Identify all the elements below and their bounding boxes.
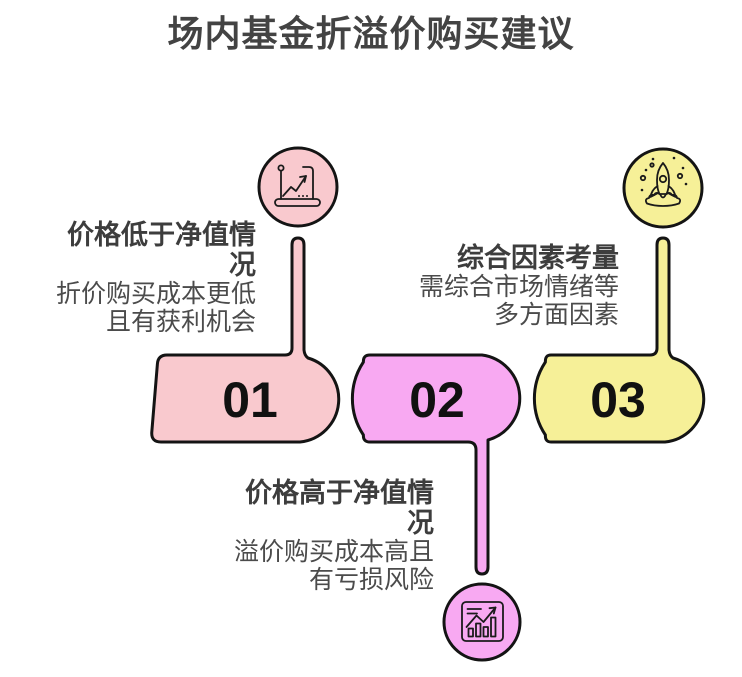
step-3-number: 03 (590, 372, 646, 428)
step-1-group: 01 (150, 146, 341, 444)
step-2-body-line-1: 溢价购买成本高且 (233, 538, 434, 566)
step-3-segment (532, 236, 706, 444)
bar-1 (467, 627, 474, 638)
step-3-label: 综合因素考量 需综合市场情绪等 多方面因素 (379, 243, 619, 329)
step-1-label: 价格低于净值情况 折价购买成本更低 且有获利机会 (16, 220, 256, 336)
trend-line (282, 175, 307, 197)
step-1-body-line-2: 且有获利机会 (105, 308, 256, 336)
step-1-body-line-1: 折价购买成本更低 (55, 280, 256, 308)
step-3-body-line-1: 需综合市场情绪等 (418, 273, 619, 301)
step-1-heading: 价格低于净值情况 (67, 220, 256, 280)
rocket-window (658, 174, 668, 184)
step-2-heading: 价格高于净值情况 (245, 478, 434, 538)
launch-cloud (644, 192, 682, 207)
spark-circle (676, 172, 684, 180)
rocket-launch-icon (639, 156, 688, 207)
trend-arrowhead (299, 175, 307, 183)
step-2-group: 02 (350, 353, 522, 662)
rocket-body (656, 162, 670, 195)
bar-4 (490, 616, 497, 638)
step-3-heading: 综合因素考量 (457, 243, 619, 273)
step-2-body-line-2: 有亏损风险 (308, 566, 434, 594)
page-title: 场内基金折溢价购买建议 (167, 13, 575, 54)
step-2-icon-circle (442, 582, 522, 662)
rocket-flame (659, 194, 667, 199)
rocket-fin-right (667, 185, 677, 198)
step-1-number: 01 (222, 372, 278, 428)
step-1-segment (150, 236, 341, 444)
spark-circle (649, 162, 655, 168)
board-base (274, 198, 321, 207)
board-right-hook (302, 166, 314, 200)
growth-line (465, 606, 497, 628)
bar-chart-report-icon (461, 601, 504, 642)
rocket-fin-left (649, 185, 659, 198)
spark-circle (639, 174, 647, 182)
growth-arrowhead (488, 606, 497, 615)
bar-3 (482, 626, 489, 638)
step-2-label: 价格高于净值情况 溢价购买成本高且 有亏损风险 (194, 478, 434, 594)
step-3-body-line-2: 多方面因素 (493, 301, 619, 329)
presentation-growth-chart-icon (274, 164, 321, 207)
step-2-segment (350, 353, 522, 576)
report-frame (461, 601, 504, 642)
step-3-icon-circle (622, 147, 704, 229)
step-3-group: 03 (532, 147, 706, 444)
bar-2 (475, 622, 482, 638)
step-2-number: 02 (409, 372, 465, 428)
